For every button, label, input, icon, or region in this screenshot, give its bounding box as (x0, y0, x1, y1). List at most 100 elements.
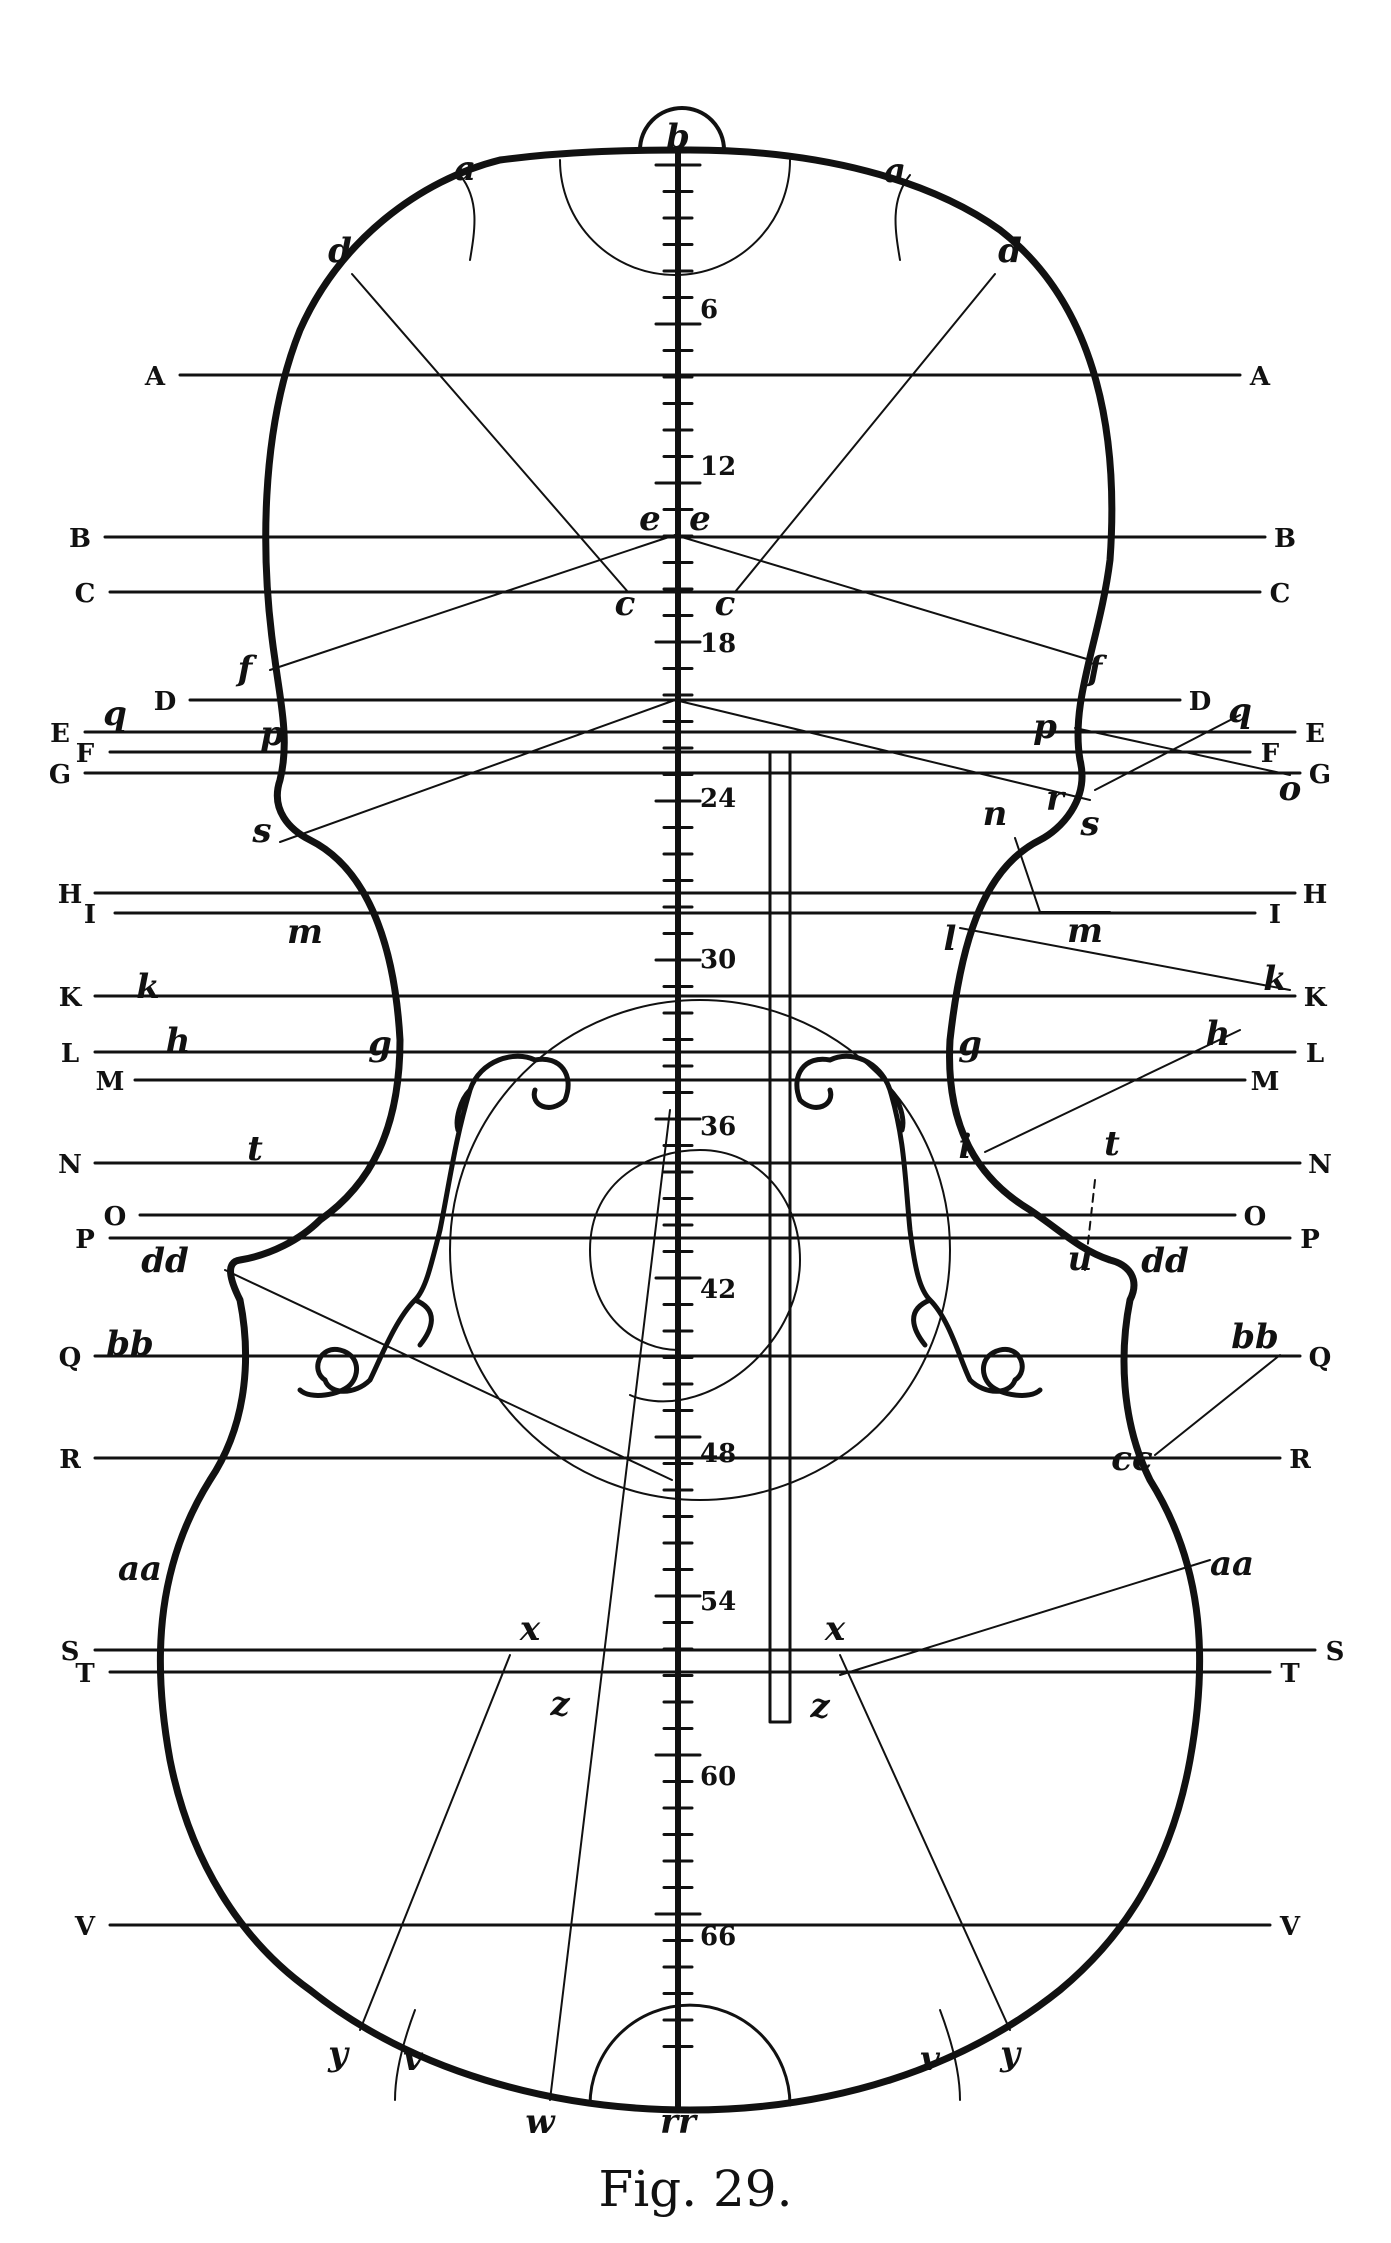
station-label: N (58, 1150, 82, 1180)
station-label: B (1274, 524, 1296, 554)
station-label: V (74, 1912, 96, 1942)
point-label-dd: dd (1141, 1241, 1189, 1281)
point-label-h: h (166, 1021, 191, 1061)
construction-circle (449, 999, 951, 1501)
point-label-q: q (1228, 691, 1252, 731)
station-label: V (1279, 1912, 1301, 1942)
station-label: O (1244, 1202, 1267, 1232)
point-label-f: f (236, 649, 258, 689)
point-label-rr: rr (660, 2102, 698, 2142)
point-label-y: y (999, 2034, 1022, 2074)
scale-label: 60 (700, 1762, 736, 1792)
station-label: K (59, 983, 83, 1013)
station-label: P (75, 1225, 95, 1255)
point-label-x: x (519, 1609, 541, 1649)
point-label-w: w (525, 2102, 556, 2142)
point-label-c: c (715, 584, 736, 624)
scale-label: 36 (700, 1112, 736, 1142)
station-label: O (104, 1202, 127, 1232)
scale-label: 48 (700, 1439, 736, 1469)
point-label-b: b (666, 117, 690, 157)
point-label-cc: cc (1111, 1439, 1153, 1479)
point-label-dd: dd (141, 1241, 189, 1281)
point-label-r: r (1046, 779, 1066, 819)
point-label-v: v (403, 2039, 424, 2079)
station-label: R (1289, 1445, 1311, 1475)
station-label: D (1189, 687, 1212, 717)
point-label-bb: bb (106, 1324, 154, 1364)
station-label: T (75, 1659, 95, 1689)
bottom-block-arc (588, 2003, 792, 2107)
point-label-g: g (368, 1024, 392, 1064)
f-hole-right (794, 1053, 1043, 1398)
point-label-p: p (1033, 707, 1057, 747)
point-label-f: f (1086, 649, 1108, 689)
station-label: H (58, 880, 83, 910)
station-label: E (50, 719, 70, 749)
point-label-p: p (260, 714, 284, 754)
station-label: F (76, 739, 95, 769)
point-label-aa: aa (1210, 1544, 1254, 1584)
construction-spiral (589, 1149, 801, 1403)
scale-label: 30 (700, 945, 736, 975)
point-label-m: m (287, 912, 323, 952)
point-label-a: a (884, 151, 906, 191)
bass-bar (768, 750, 792, 1724)
station-label: C (75, 579, 96, 609)
f-hole-left (297, 1053, 571, 1398)
point-label-l: l (944, 919, 957, 959)
station-label: L (1306, 1039, 1324, 1069)
construction-lines (224, 174, 1291, 2101)
station-label: B (69, 524, 91, 554)
station-lines (83, 373, 1317, 1927)
scale-label: 54 (700, 1587, 736, 1617)
station-label: Q (59, 1343, 82, 1373)
station-label: L (61, 1039, 79, 1069)
point-label-v: v (920, 2039, 941, 2079)
point-label-u: u (1068, 1239, 1093, 1279)
station-label: M (1251, 1067, 1280, 1097)
point-label-k: k (1263, 959, 1287, 999)
point-label-q: q (103, 694, 127, 734)
station-label: N (1308, 1150, 1332, 1180)
scale-label: 6 (700, 295, 718, 325)
station-label: E (1305, 719, 1325, 749)
point-label-a: a (454, 149, 476, 189)
top-button (638, 106, 726, 152)
station-label: K (1304, 983, 1328, 1013)
point-label-aa: aa (118, 1549, 162, 1589)
station-label: A (1249, 362, 1271, 392)
station-label: D (154, 687, 177, 717)
station-label: R (59, 1445, 81, 1475)
point-label-bb: bb (1231, 1317, 1279, 1357)
point-label-z: z (809, 1686, 830, 1726)
station-label: I (1269, 900, 1281, 930)
point-label-h: h (1206, 1014, 1231, 1054)
point-label-k: k (136, 967, 160, 1007)
station-label: G (49, 760, 71, 790)
point-label-m: m (1067, 911, 1103, 951)
point-label-o: o (1279, 769, 1302, 809)
point-label-e: e (639, 499, 661, 539)
point-label-g: g (958, 1024, 982, 1064)
scale-label: 12 (700, 452, 736, 482)
station-label: M (96, 1067, 125, 1097)
point-label-n: n (983, 794, 1008, 834)
station-label: S (1326, 1637, 1345, 1667)
violin-body-outline (156, 146, 1204, 2114)
point-label-s: s (251, 811, 271, 851)
point-label-x: x (824, 1609, 846, 1649)
point-label-z: z (549, 1684, 570, 1724)
scale-label: 18 (700, 629, 736, 659)
station-label: F (1261, 739, 1280, 769)
station-label: H (1303, 880, 1328, 910)
station-label: G (1309, 760, 1331, 790)
point-label-t: t (247, 1129, 263, 1169)
station-label: A (144, 362, 166, 392)
station-label: I (84, 900, 96, 930)
station-label: Q (1309, 1343, 1332, 1373)
point-label-c: c (615, 584, 636, 624)
station-label: S (61, 1637, 80, 1667)
point-label-e: e (689, 499, 711, 539)
figure-caption: Fig. 29. (598, 2160, 793, 2218)
